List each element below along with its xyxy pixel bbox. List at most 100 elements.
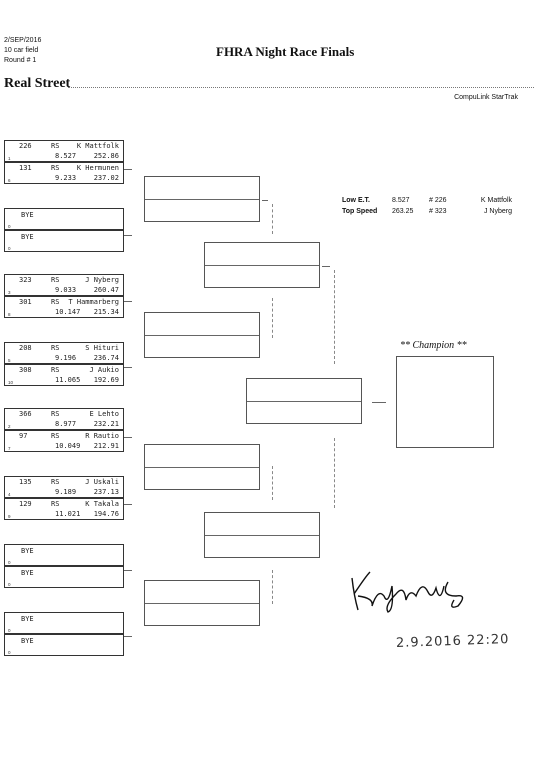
connector [334, 270, 335, 364]
entry-lane: 0 [8, 628, 11, 633]
top-speed-label: Top Speed [342, 208, 378, 215]
entry-mph: 194.76 [93, 510, 119, 518]
entry-mph: 237.13 [93, 488, 119, 496]
entry-lane: 2 [8, 424, 11, 429]
round2-box-1 [144, 176, 260, 222]
connector [124, 169, 132, 170]
entry-class: RS [51, 410, 60, 418]
entry-et: 9.233 [55, 174, 77, 182]
semifinal-box-1 [204, 242, 320, 288]
entry-class: RS [51, 276, 60, 284]
entry-lane: 6 [8, 178, 11, 183]
entry-et: 8.977 [55, 420, 77, 428]
entry-lane: 0 [8, 582, 11, 587]
entry-slot: BYE 0 [4, 208, 124, 230]
connector [124, 504, 132, 505]
champion-box [396, 356, 494, 448]
entry-lane: 0 [8, 650, 11, 655]
entry-car: 129 [19, 500, 32, 508]
entry-lane: 4 [8, 492, 11, 497]
entry-name: S Hituri [85, 344, 119, 352]
page-title: FHRA Night Race Finals [216, 44, 355, 59]
entry-class: RS [51, 142, 60, 150]
entry-car: 301 [19, 298, 32, 306]
round-number: Round # 1 [4, 57, 37, 64]
entry-name: J Nyberg [85, 276, 119, 284]
entry-et: 10.049 [55, 442, 81, 450]
entry-car: 135 [19, 478, 32, 486]
top-speed-value: 263.25 [392, 208, 414, 215]
connector [124, 301, 132, 302]
entry-name: BYE [21, 233, 34, 241]
entry-et: 11.065 [55, 376, 81, 384]
class-name: Real Street [4, 76, 71, 91]
entry-lane: 9 [8, 514, 11, 519]
champion-label: ** Champion ** [400, 340, 467, 351]
entry-class: RS [51, 500, 60, 508]
low-et-value: 8.527 [392, 197, 410, 204]
top-speed-name: J Nyberg [483, 208, 512, 215]
entry-name: K Mattfolk [76, 142, 119, 150]
entry-lane: 0 [8, 246, 11, 251]
field-size: 10 car field [4, 47, 39, 54]
entry-name: J Aukio [89, 366, 119, 374]
entry-lane: 8 [8, 312, 11, 317]
low-et-car: # 226 [429, 197, 447, 204]
connector [124, 367, 132, 368]
connector [124, 636, 132, 637]
signature-date: 2.9.2016 22:20 [395, 632, 510, 651]
entry-name: BYE [21, 637, 34, 645]
entry-name: K Takala [85, 500, 119, 508]
entry-mph: 260.47 [93, 286, 119, 294]
entry-slot: BYE 0 [4, 612, 124, 634]
connector [272, 298, 273, 338]
connector [372, 402, 386, 403]
low-et-label: Low E.T. [342, 197, 370, 204]
entry-mph: 236.74 [93, 354, 119, 362]
entry-lane: 5 [8, 358, 11, 363]
entry-car: 323 [19, 276, 32, 284]
entry-mph: 232.21 [93, 420, 119, 428]
entry-lane: 10 [8, 380, 14, 385]
connector [272, 570, 273, 604]
entry-lane: 0 [8, 560, 11, 565]
entry-name: R Rautio [85, 432, 119, 440]
round2-box-2 [144, 312, 260, 358]
entry-lane: 1 [8, 156, 11, 161]
entry-car: 226 [19, 142, 32, 150]
entry-name: T Hammarberg [68, 298, 119, 306]
entry-lane: 7 [8, 446, 11, 451]
entry-lane: 0 [8, 224, 11, 229]
entry-slot: BYE 0 [4, 566, 124, 588]
entry-class: RS [51, 164, 60, 172]
entry-name: BYE [21, 569, 34, 577]
entry-et: 9.189 [55, 488, 77, 496]
title-dotted-rule [68, 87, 534, 88]
entry-slot: BYE 0 [4, 634, 124, 656]
entry-car: 366 [19, 410, 32, 418]
connector [334, 438, 335, 508]
round2-box-3 [144, 444, 260, 490]
connector [124, 570, 132, 571]
entry-et: 11.021 [55, 510, 81, 518]
entry-lane: 3 [8, 290, 11, 295]
connector [272, 204, 273, 234]
entry-car: 131 [19, 164, 32, 172]
connector [272, 466, 273, 500]
entry-name: BYE [21, 211, 34, 219]
connector [322, 266, 330, 267]
entry-slot: BYE 0 [4, 230, 124, 252]
entry-mph: 215.34 [93, 308, 119, 316]
entry-class: RS [51, 366, 60, 374]
race-date: 2/SEP/2016 [4, 37, 42, 44]
entry-name: BYE [21, 615, 34, 623]
